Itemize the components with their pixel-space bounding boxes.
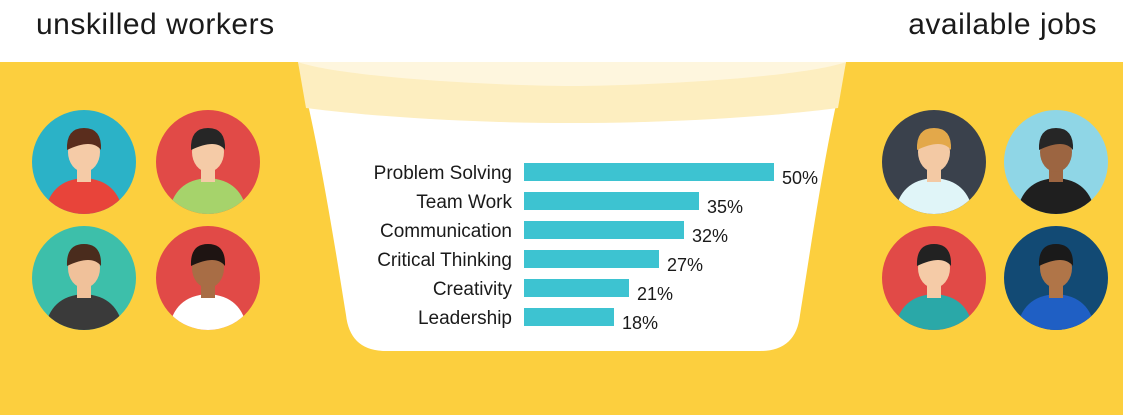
category-label: Creativity	[433, 279, 513, 300]
bar	[524, 163, 774, 181]
value-label: 27%	[667, 255, 703, 275]
funnel-rim-inner	[298, 62, 846, 86]
value-label: 18%	[622, 313, 658, 333]
left-heading: unskilled workers	[36, 8, 275, 41]
category-label: Problem Solving	[374, 163, 512, 184]
category-label: Critical Thinking	[377, 250, 512, 271]
value-label: 21%	[637, 284, 673, 304]
avatars-right	[882, 110, 1108, 330]
category-label: Leadership	[418, 308, 512, 329]
bar	[524, 250, 659, 268]
bar	[524, 192, 699, 210]
right-heading: available jobs	[908, 8, 1097, 41]
woman-red-top-avatar	[32, 110, 136, 214]
category-label: Team Work	[416, 192, 512, 213]
bar	[524, 308, 614, 326]
value-label: 32%	[692, 226, 728, 246]
bar	[524, 279, 629, 297]
bar-chart: Problem Solving 50% Team Work 35% Communicat…	[374, 163, 818, 333]
value-label: 35%	[707, 197, 743, 217]
category-label: Communication	[380, 221, 512, 242]
value-label: 50%	[782, 168, 818, 188]
bar	[524, 221, 684, 239]
